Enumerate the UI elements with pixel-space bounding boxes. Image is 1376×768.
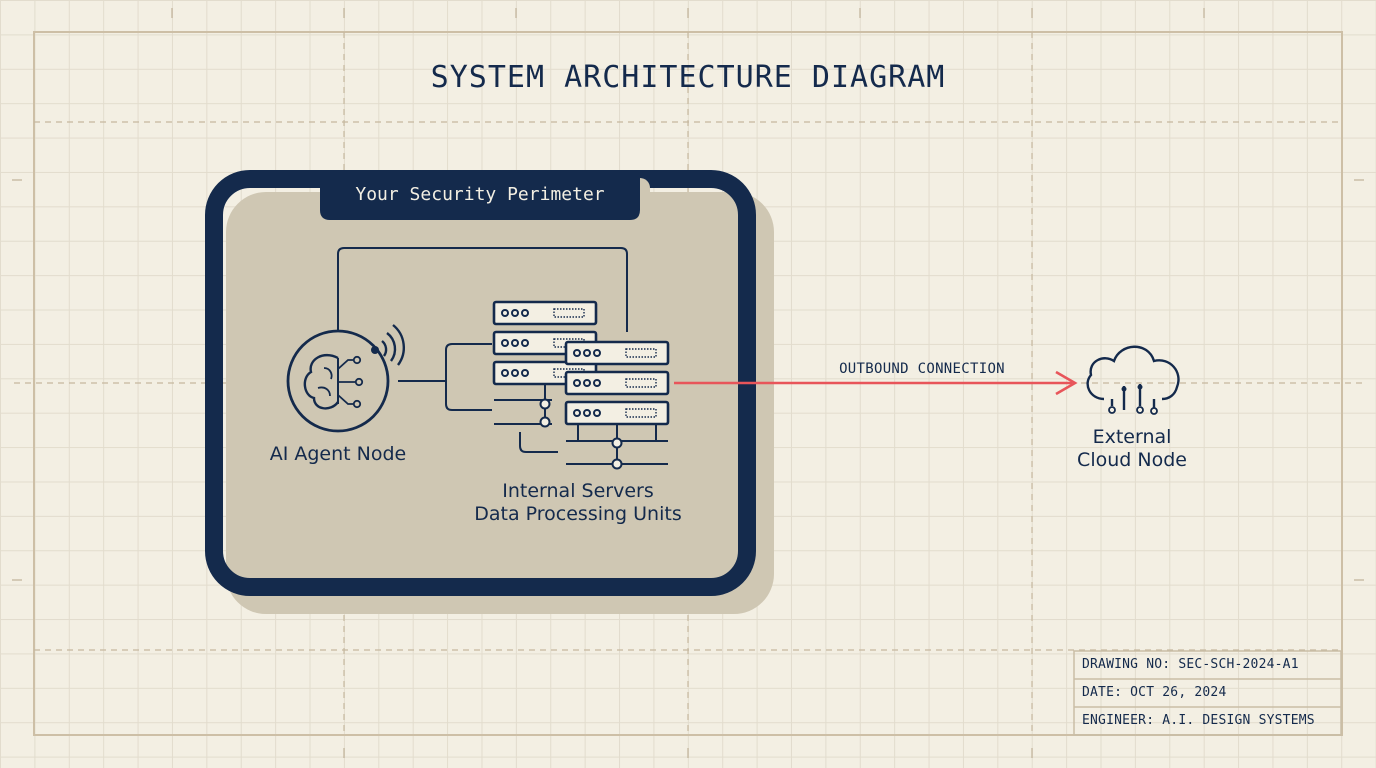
drawing-number: DRAWING NO: SEC-SCH-2024-A1 — [1082, 657, 1299, 672]
outbound-connection-arrow — [674, 370, 1078, 396]
perimeter-label: Your Security Perimeter — [355, 184, 605, 205]
diagram-title: SYSTEM ARCHITECTURE DIAGRAM — [430, 60, 946, 95]
servers-label-line-2: Data Processing Units — [474, 503, 682, 525]
server-rack-front — [564, 340, 670, 470]
drawing-date: DATE: OCT 26, 2024 — [1082, 685, 1227, 700]
perimeter-label-tab — [320, 178, 650, 222]
drawing-engineer: ENGINEER: A.I. DESIGN SYSTEMS — [1082, 713, 1315, 728]
cloud-icon — [1086, 345, 1180, 415]
cloud-label-line-2: Cloud Node — [1077, 449, 1187, 471]
outbound-connection-label: OUTBOUND CONNECTION — [839, 361, 1005, 377]
server-rack-icon — [492, 300, 670, 470]
brain-circuit-icon — [286, 329, 390, 433]
server-rack-back — [492, 300, 598, 453]
wireless-signal-icon — [371, 324, 405, 366]
cloud-label-line-1: External — [1092, 426, 1172, 448]
servers-node-label: Internal Servers Data Processing Units — [438, 480, 718, 526]
cloud-node-label: External Cloud Node — [1052, 426, 1212, 472]
internal-connectors — [337, 247, 628, 411]
servers-label-line-1: Internal Servers — [502, 480, 654, 502]
security-perimeter-box — [205, 170, 774, 614]
title-block-table — [1073, 650, 1342, 736]
ai-agent-node-label: AI Agent Node — [269, 443, 407, 465]
